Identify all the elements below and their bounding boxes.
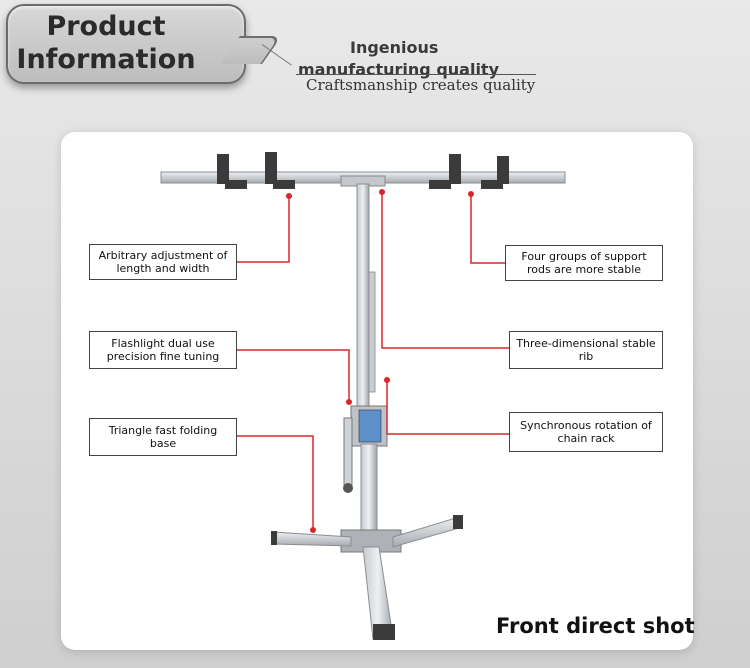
callout-line-folding — [237, 435, 314, 530]
title-line-2: Information — [16, 44, 196, 75]
callout-four-support-rods: Four groups of support rods are more sta… — [505, 245, 663, 281]
callout-line-chain-rack — [386, 380, 509, 435]
page-title: Product Information — [6, 10, 206, 76]
tripod-leg-right — [392, 516, 460, 548]
tripod-stand-illustration — [160, 152, 566, 640]
callout-lines — [237, 192, 509, 530]
chain-rack — [368, 271, 376, 393]
support-block-3 — [449, 154, 461, 184]
photo-caption: Front direct shot — [496, 614, 695, 638]
callout-folding-base: Triangle fast folding base — [89, 418, 237, 456]
callout-stable-rib: Three-dimensional stable rib — [509, 331, 663, 369]
tagline-underline — [296, 74, 536, 75]
upper-mast — [356, 183, 370, 415]
callout-flashlight-tuning: Flashlight dual use precision fine tunin… — [89, 331, 237, 369]
crank-handle — [343, 417, 353, 489]
support-block-4 — [497, 156, 509, 184]
support-block-1 — [217, 154, 229, 184]
callout-line-flashlight — [237, 349, 350, 402]
product-information-badge — [6, 4, 246, 84]
callout-line-stable-rib — [381, 192, 509, 349]
callout-line-four-rods — [470, 194, 505, 264]
tagline-subtitle: Craftsmanship creates quality — [306, 76, 536, 94]
callout-line-adjust — [237, 196, 290, 263]
tagline-line-1: Ingenious — [350, 38, 439, 57]
tripod-leg-left — [272, 531, 352, 547]
support-blocks — [217, 152, 509, 189]
support-block-2 — [265, 152, 277, 184]
lower-mast — [360, 443, 378, 545]
callout-chain-rack: Synchronous rotation of chain rack — [509, 412, 663, 452]
callout-dots — [286, 189, 474, 533]
callout-adjust-length-width: Arbitrary adjustment of length and width — [89, 244, 237, 280]
title-line-1: Product — [46, 11, 166, 42]
gearbox-label — [358, 409, 382, 443]
product-photo-panel — [61, 132, 693, 650]
